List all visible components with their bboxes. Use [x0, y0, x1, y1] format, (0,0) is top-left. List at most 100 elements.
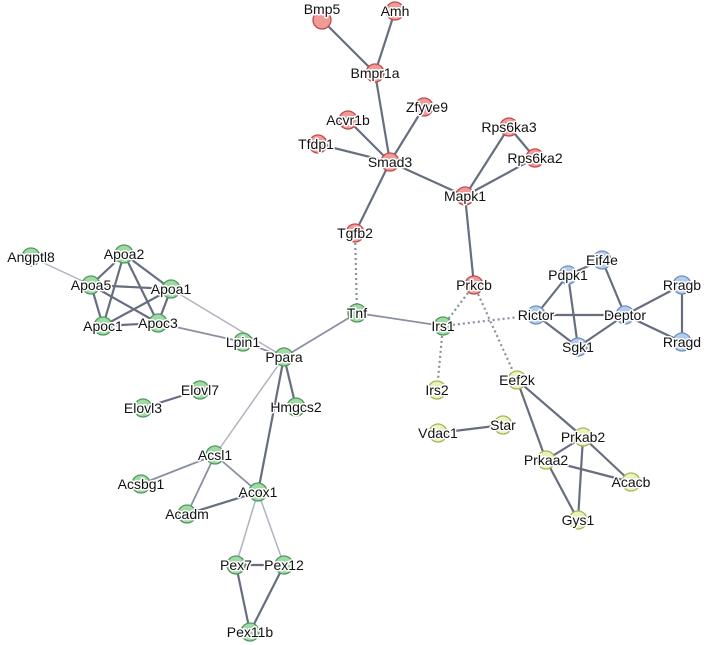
node-gys1[interactable]: Gys1 — [560, 510, 596, 530]
node-circle[interactable] — [21, 247, 41, 267]
node-circle[interactable] — [205, 445, 225, 465]
node-acvr1b[interactable]: Acvr1b — [325, 110, 371, 130]
node-circle[interactable] — [493, 415, 513, 435]
node-circle[interactable] — [414, 97, 434, 117]
node-circle[interactable] — [380, 152, 400, 172]
node-circle[interactable] — [573, 427, 593, 447]
node-circle[interactable] — [536, 450, 556, 470]
node-smad3[interactable]: Smad3 — [366, 152, 414, 172]
node-circle[interactable] — [499, 117, 519, 137]
node-acsbg1[interactable]: Acsbg1 — [116, 474, 166, 494]
node-circle[interactable] — [274, 347, 294, 367]
node-amh[interactable]: Amh — [379, 1, 411, 21]
node-circle[interactable] — [558, 265, 578, 285]
node-circle[interactable] — [81, 275, 101, 295]
node-circle[interactable] — [592, 250, 612, 270]
node-circle[interactable] — [428, 423, 448, 443]
node-circle[interactable] — [526, 305, 546, 325]
node-circle[interactable] — [190, 380, 210, 400]
node-acadm[interactable]: Acadm — [164, 504, 210, 524]
node-circle[interactable] — [233, 332, 253, 352]
node-prkcb[interactable]: Prkcb — [455, 275, 494, 295]
node-prkaa2[interactable]: Prkaa2 — [522, 450, 570, 470]
node-circle[interactable] — [568, 337, 588, 357]
node-circle[interactable] — [464, 275, 484, 295]
node-apoc3[interactable]: Apoc3 — [137, 313, 180, 333]
node-rps6ka3[interactable]: Rps6ka3 — [480, 117, 538, 137]
node-circle[interactable] — [672, 332, 692, 352]
node-hmgcs2[interactable]: Hmgcs2 — [269, 397, 323, 417]
node-circle[interactable] — [161, 279, 181, 299]
node-pex11b[interactable]: Pex11b — [225, 622, 275, 642]
node-circle[interactable] — [114, 244, 134, 264]
edge-prkab2-acacb — [582, 436, 632, 483]
node-circle[interactable] — [427, 380, 447, 400]
node-circle[interactable] — [433, 316, 453, 336]
node-tfdp1[interactable]: Tfdp1 — [297, 134, 336, 154]
node-circle[interactable] — [507, 370, 527, 390]
node-circle[interactable] — [308, 134, 328, 154]
node-circle[interactable] — [133, 398, 153, 418]
node-acsl1[interactable]: Acsl1 — [196, 445, 234, 465]
node-elovl7[interactable]: Elovl7 — [179, 380, 221, 400]
node-irs1[interactable]: Irs1 — [430, 316, 456, 336]
node-circle[interactable] — [385, 1, 405, 21]
node-circle[interactable] — [621, 472, 641, 492]
node-circle[interactable] — [455, 186, 475, 206]
node-circle[interactable] — [672, 275, 692, 295]
node-pdpk1[interactable]: Pdpk1 — [547, 265, 590, 285]
node-circle[interactable] — [148, 313, 168, 333]
node-angptl8[interactable]: Angptl8 — [6, 247, 56, 267]
edge-apoa2-apoa1 — [123, 253, 172, 290]
node-rps6ka2[interactable]: Rps6ka2 — [506, 148, 564, 168]
node-sgk1[interactable]: Sgk1 — [561, 337, 596, 357]
node-prkab2[interactable]: Prkab2 — [559, 427, 607, 447]
node-apoa5[interactable]: Apoa5 — [69, 275, 113, 295]
node-zfyve9[interactable]: Zfyve9 — [404, 97, 450, 117]
node-circle[interactable] — [93, 316, 113, 336]
node-circle[interactable] — [177, 504, 197, 524]
node-eef2k[interactable]: Eef2k — [498, 370, 537, 390]
node-rragb[interactable]: Rragb — [661, 275, 703, 295]
node-circle[interactable] — [131, 474, 151, 494]
node-circle[interactable] — [347, 303, 367, 323]
node-circle[interactable] — [365, 63, 385, 83]
node-circle[interactable] — [568, 510, 588, 530]
node-mapk1[interactable]: Mapk1 — [442, 186, 488, 206]
node-circle[interactable] — [615, 305, 635, 325]
node-bmp5[interactable]: Bmp5 — [302, 0, 342, 30]
node-irs2[interactable]: Irs2 — [424, 380, 450, 400]
node-rragd[interactable]: Rragd — [661, 332, 703, 352]
node-ppara[interactable]: Ppara — [264, 347, 304, 367]
node-apoc1[interactable]: Apoc1 — [82, 316, 125, 336]
node-circle[interactable] — [338, 110, 358, 130]
node-rictor[interactable]: Rictor — [516, 305, 556, 325]
node-tnf[interactable]: Tnf — [345, 303, 369, 323]
node-pex12[interactable]: Pex12 — [263, 555, 306, 575]
node-circle[interactable] — [286, 397, 306, 417]
node-circle[interactable] — [312, 10, 332, 30]
node-bmpr1a[interactable]: Bmpr1a — [349, 63, 401, 83]
node-star[interactable]: Star — [489, 415, 518, 435]
node-circle[interactable] — [274, 555, 294, 575]
node-elovl3[interactable]: Elovl3 — [122, 398, 164, 418]
edge-smad3-tgfb2 — [354, 161, 391, 234]
node-vdac1[interactable]: Vdac1 — [417, 423, 460, 443]
node-pex7[interactable]: Pex7 — [219, 555, 254, 575]
node-circle[interactable] — [248, 482, 268, 502]
node-circle[interactable] — [525, 148, 545, 168]
node-apoa1[interactable]: Apoa1 — [149, 279, 193, 299]
node-acox1[interactable]: Acox1 — [237, 482, 279, 502]
node-deptor[interactable]: Deptor — [602, 305, 648, 325]
node-circle[interactable] — [226, 555, 246, 575]
node-tgfb2[interactable]: Tgfb2 — [336, 223, 375, 243]
edge-acox1-pex12 — [257, 491, 285, 566]
node-apoa2[interactable]: Apoa2 — [102, 244, 146, 264]
node-acacb[interactable]: Acacb — [610, 472, 652, 492]
edge-prkcb-irs1 — [442, 284, 475, 327]
edge-eef2k-prkab2 — [516, 379, 584, 438]
node-circle[interactable] — [345, 223, 365, 243]
node-lpin1[interactable]: Lpin1 — [224, 332, 262, 352]
node-eif4e[interactable]: Eif4e — [585, 250, 620, 270]
node-circle[interactable] — [240, 622, 260, 642]
